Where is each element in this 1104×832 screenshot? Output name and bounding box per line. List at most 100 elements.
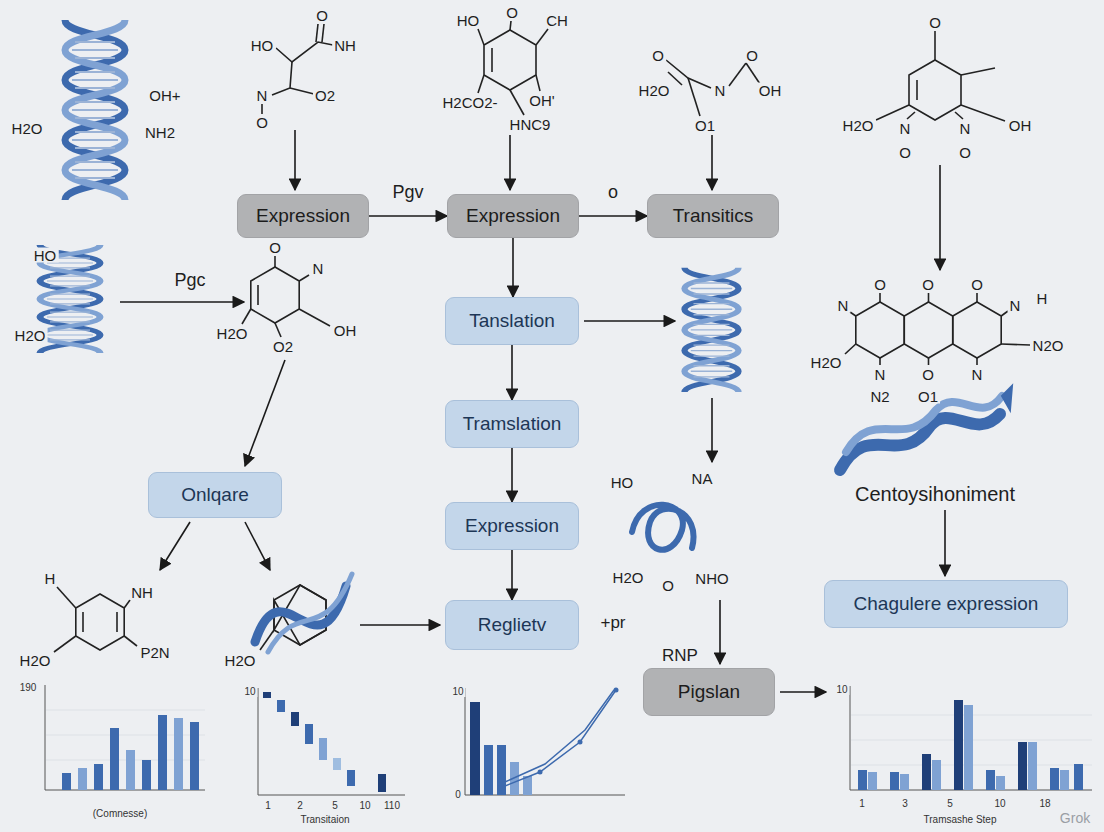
atom-label: O xyxy=(267,240,283,255)
bar-chart xyxy=(45,685,1092,795)
flow-arrow xyxy=(939,165,941,270)
molecule-bond xyxy=(879,358,881,365)
step-box: Expression xyxy=(445,502,579,550)
atom-label: OH' xyxy=(527,93,556,108)
protein-ribbon xyxy=(268,574,352,652)
bar-chart xyxy=(500,690,616,788)
bar-chart xyxy=(46,710,205,711)
atom-label: NHO xyxy=(693,571,730,586)
axis-title: Tramsashe Step xyxy=(922,815,999,825)
axis-tick: 10 xyxy=(450,687,465,697)
bar-chart xyxy=(1074,764,1083,790)
bar-chart xyxy=(305,724,313,744)
bar-chart xyxy=(890,772,899,790)
atom-label: H xyxy=(43,571,58,586)
box-content: Tramslation xyxy=(463,413,562,436)
flow-arrow xyxy=(245,360,285,466)
flow-arrow xyxy=(944,510,946,576)
step-box: Reglietv xyxy=(445,600,579,650)
bar-chart xyxy=(126,750,135,790)
box-content: Expression xyxy=(465,515,559,538)
axis-tick: 5 xyxy=(330,801,340,811)
atom-label: OH xyxy=(332,323,359,338)
molecule-bond xyxy=(510,90,524,115)
bar-chart xyxy=(110,728,119,790)
atom-label: H2O xyxy=(10,121,45,136)
molecule-bond xyxy=(953,302,1001,358)
molecule-bond xyxy=(290,88,314,94)
bar-chart xyxy=(62,773,71,790)
atom-label: O1 xyxy=(693,118,717,133)
atom-label: HO xyxy=(249,38,276,53)
box-label: Onlqare xyxy=(181,484,249,507)
atom-label: N xyxy=(873,367,888,382)
flow-arrow xyxy=(360,624,440,626)
axis-tick: 190 xyxy=(18,683,39,693)
molecule-bond xyxy=(856,302,904,358)
box-content: Tanslation xyxy=(469,310,555,333)
molecule-bond xyxy=(322,24,324,42)
axis-tick: 1 xyxy=(263,801,273,811)
molecule-bond xyxy=(934,31,936,60)
atom-label: P2N xyxy=(138,645,171,660)
bar-chart xyxy=(470,702,480,795)
axis-title: Transitaion xyxy=(298,815,351,825)
molecule-bond xyxy=(491,48,493,72)
atom-label: HO xyxy=(32,248,59,263)
step-box: Tanslation xyxy=(445,297,579,345)
axis-tick: 110 xyxy=(382,801,402,811)
bar-chart xyxy=(538,770,543,775)
flow-arrow xyxy=(245,522,270,570)
bar-chart xyxy=(333,758,341,770)
atom-label: O xyxy=(504,5,520,20)
molecule-bond xyxy=(257,285,259,305)
molecule-bond xyxy=(961,68,995,75)
protein-ribbon xyxy=(846,396,1002,452)
edge-label: o xyxy=(606,183,620,201)
molecule-bond xyxy=(961,105,1005,121)
atom-label: O xyxy=(254,115,270,130)
atom-label: N xyxy=(970,367,985,382)
atom-label: N xyxy=(836,298,851,313)
flow-connector xyxy=(369,215,447,217)
bar-chart xyxy=(46,710,1092,765)
process-box: Transitics xyxy=(647,194,779,238)
bar-chart xyxy=(465,688,466,795)
process-box: Pigslan xyxy=(643,668,775,716)
process-box: Expression xyxy=(237,194,369,238)
flow-arrow xyxy=(294,130,296,190)
molecule-bond xyxy=(879,293,881,302)
box-content: Chagulere expression xyxy=(854,593,1039,616)
watermark: Grok xyxy=(1058,811,1092,825)
molecule-bond xyxy=(850,312,856,316)
atom-label: OH xyxy=(757,83,784,98)
molecule-bond xyxy=(976,358,978,365)
atom-label: HNC9 xyxy=(508,117,553,132)
flow-arrow xyxy=(120,301,244,303)
axis-tick: 3 xyxy=(900,799,910,809)
molecule-bond xyxy=(904,302,952,358)
molecule-bond xyxy=(928,358,930,365)
molecule-bond xyxy=(909,60,961,120)
box-label: Tanslation xyxy=(469,310,555,333)
bar-chart xyxy=(614,688,619,693)
bar-chart xyxy=(964,705,973,790)
molecule-bond xyxy=(536,75,540,91)
atom-label: N xyxy=(958,121,973,136)
atom-label: H2O xyxy=(611,570,646,585)
atom-label: N2O xyxy=(1031,338,1066,353)
bar-chart xyxy=(258,795,405,796)
flow-arrow xyxy=(160,522,190,570)
molecule-bond xyxy=(251,267,299,323)
atom-label: O xyxy=(920,367,936,382)
bar-chart xyxy=(78,768,87,790)
process-box: Expression xyxy=(447,194,579,238)
atom-label: H2O xyxy=(223,653,258,668)
box-content: Pigslan xyxy=(678,681,740,704)
molecule-bond xyxy=(57,587,76,608)
bar-chart xyxy=(954,700,963,790)
molecule-bond xyxy=(729,63,746,86)
bar-chart xyxy=(932,760,941,790)
bar-chart xyxy=(996,776,1005,790)
edge-label: Pgv xyxy=(390,183,425,201)
